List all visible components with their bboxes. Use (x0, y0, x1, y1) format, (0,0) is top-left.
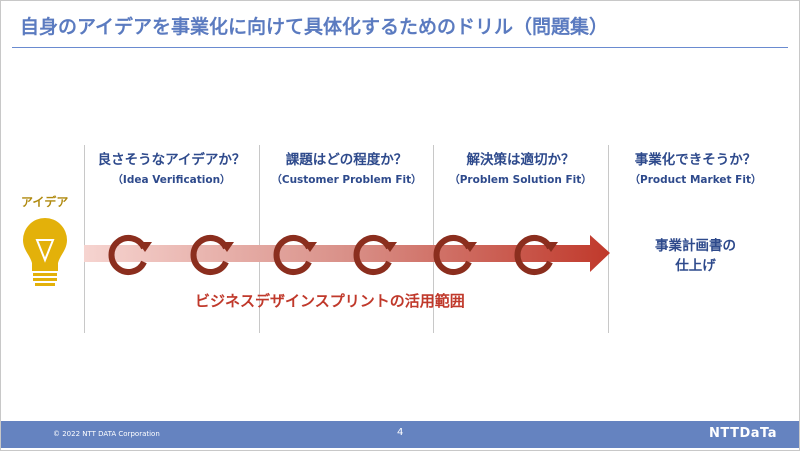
cycle-icon (353, 235, 392, 275)
business-plan-goal: 事業計画書の仕上げ (608, 236, 783, 276)
ntt-data-logo: NTTDaTa (709, 426, 777, 441)
column-divider (259, 145, 260, 333)
slide-title: 自身のアイデアを事業化に向けて具体化するためのドリル（問題集） (20, 16, 609, 38)
column-heading: 課題はどの程度か？ (285, 152, 408, 168)
sprint-range-label: ビジネスデザインスプリントの活用範囲 (195, 292, 465, 310)
cycle-icons (108, 235, 553, 275)
column-divider (433, 145, 434, 333)
idea-label: アイデア (21, 195, 69, 209)
column-subheading: （Product Market Fit） (629, 174, 762, 186)
column-customer-problem-fit: 課題はどの程度か？ （Customer Problem Fit） (259, 148, 434, 187)
column-problem-solution-fit: 解決策は適切か？ （Problem Solution Fit） (433, 148, 608, 187)
goal-line: 事業計画書の (655, 238, 736, 254)
column-product-market-fit: 事業化できそうか？ （Product Market Fit） (608, 148, 783, 187)
column-divider (84, 145, 85, 333)
footer-bar: © 2022 NTT DATA Corporation 4 NTTDaTa (1, 421, 799, 448)
cycle-icon (108, 235, 147, 275)
page-number: 4 (397, 427, 404, 438)
cycle-icon (190, 235, 229, 275)
cycle-icon (433, 235, 472, 275)
column-subheading: （Idea Verification） (112, 174, 231, 186)
cycle-icon (273, 235, 312, 275)
title-underline (12, 47, 788, 48)
goal-line: 仕上げ (675, 258, 716, 274)
column-subheading: （Customer Problem Fit） (271, 174, 422, 186)
copyright: © 2022 NTT DATA Corporation (53, 430, 160, 438)
column-heading: 良さそうなアイデアか？ (97, 152, 246, 168)
column-subheading: （Problem Solution Fit） (449, 174, 592, 186)
progress-arrow (84, 235, 610, 272)
column-divider (608, 145, 609, 333)
column-heading: 解決策は適切か？ (466, 152, 575, 168)
cycle-icon (514, 235, 553, 275)
lightbulb-icon (23, 218, 67, 286)
column-idea-verification: 良さそうなアイデアか？ （Idea Verification） (84, 148, 259, 187)
column-heading: 事業化できそうか？ (634, 152, 757, 168)
